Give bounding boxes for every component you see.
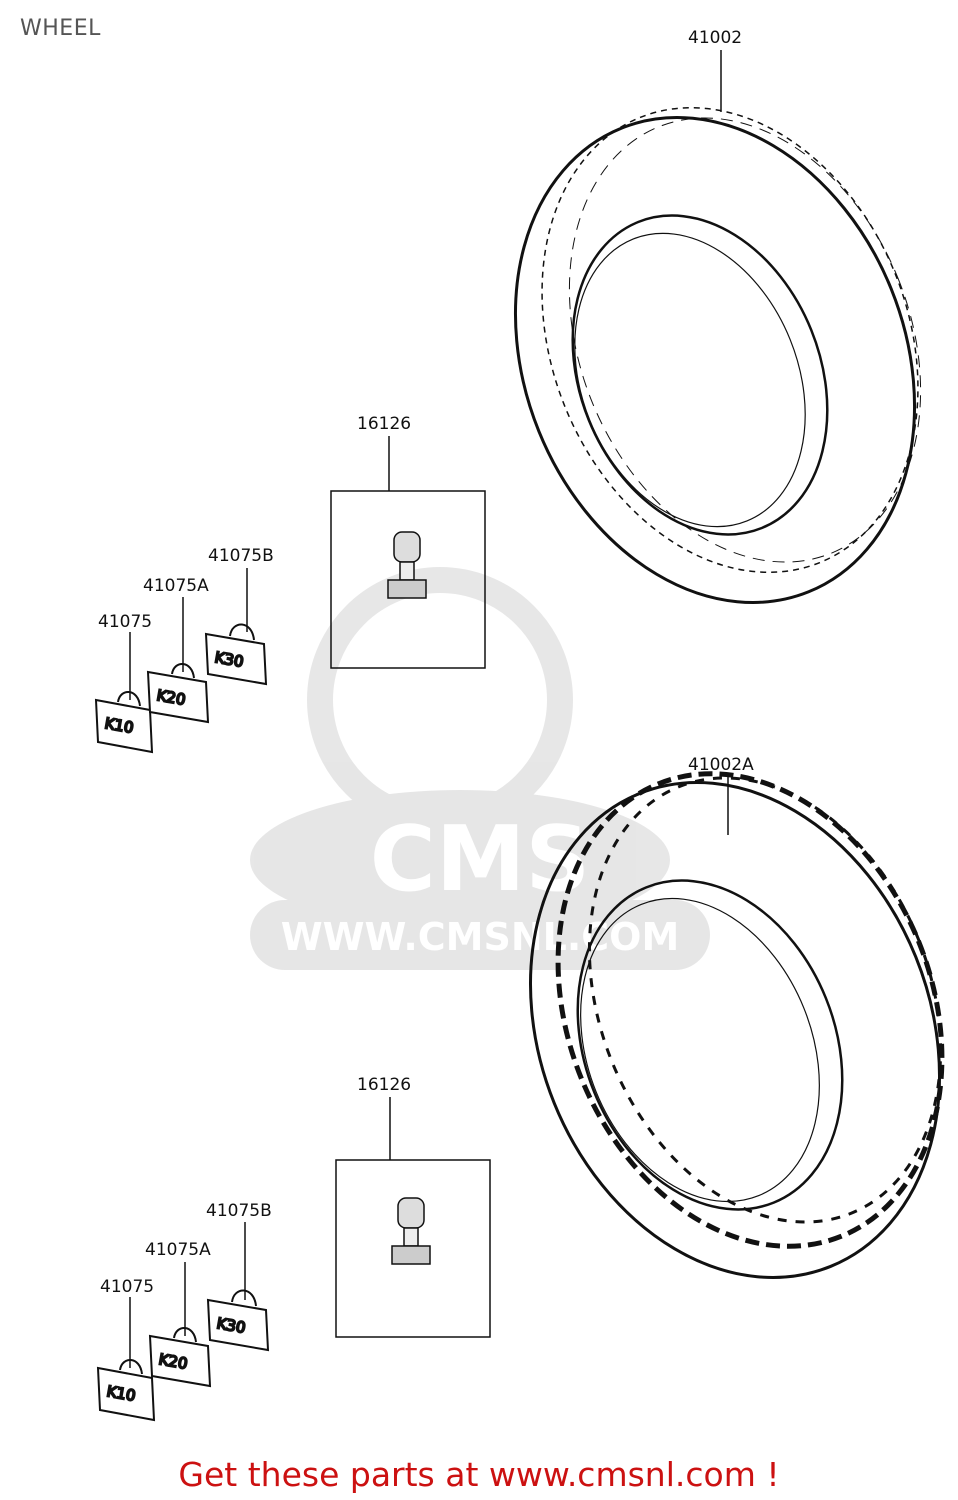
part-label-41002[interactable]: 41002 <box>688 28 743 48</box>
watermark-logo: CMS <box>370 807 590 912</box>
weight-k30-top: K30 <box>204 623 268 686</box>
weight-k20-top: K20 <box>146 663 210 724</box>
leader-lines <box>129 50 729 1368</box>
watermark: CMS WWW.CMSNL.COM <box>250 567 710 970</box>
valve-16126-top <box>330 490 486 669</box>
part-label-41075B-bottom[interactable]: 41075B <box>206 1201 272 1221</box>
weight-k30-bottom: K30 <box>206 1289 270 1352</box>
part-label-41075A-top[interactable]: 41075A <box>143 576 209 596</box>
tire-41002 <box>513 106 922 604</box>
weight-k10-top: K10 <box>94 691 154 754</box>
part-label-41075-bottom[interactable]: 41075 <box>100 1277 155 1297</box>
watermark-url: WWW.CMSNL.COM <box>281 915 680 959</box>
part-label-41075A-bottom[interactable]: 41075A <box>145 1240 211 1260</box>
part-label-16126-bottom[interactable]: 16126 <box>357 1075 412 1095</box>
weights-bottom: K10 K20 K30 <box>96 1289 270 1422</box>
valve-16126-bottom <box>335 1159 491 1338</box>
part-label-41002A[interactable]: 41002A <box>688 755 754 775</box>
part-label-41075-top[interactable]: 41075 <box>98 612 153 632</box>
weight-k20-bottom: K20 <box>148 1327 212 1388</box>
weight-mark-k10: K10 <box>105 1382 137 1405</box>
weights-top: K10 K20 K30 <box>94 623 268 754</box>
footer-link[interactable]: Get these parts at www.cmsnl.com ! <box>178 1455 780 1494</box>
page-title: WHEEL <box>20 16 101 41</box>
tire-41002A <box>529 771 945 1279</box>
part-label-41075B-top[interactable]: 41075B <box>208 546 274 566</box>
weight-k10-bottom: K10 <box>96 1359 156 1422</box>
part-label-16126-top[interactable]: 16126 <box>357 414 412 434</box>
